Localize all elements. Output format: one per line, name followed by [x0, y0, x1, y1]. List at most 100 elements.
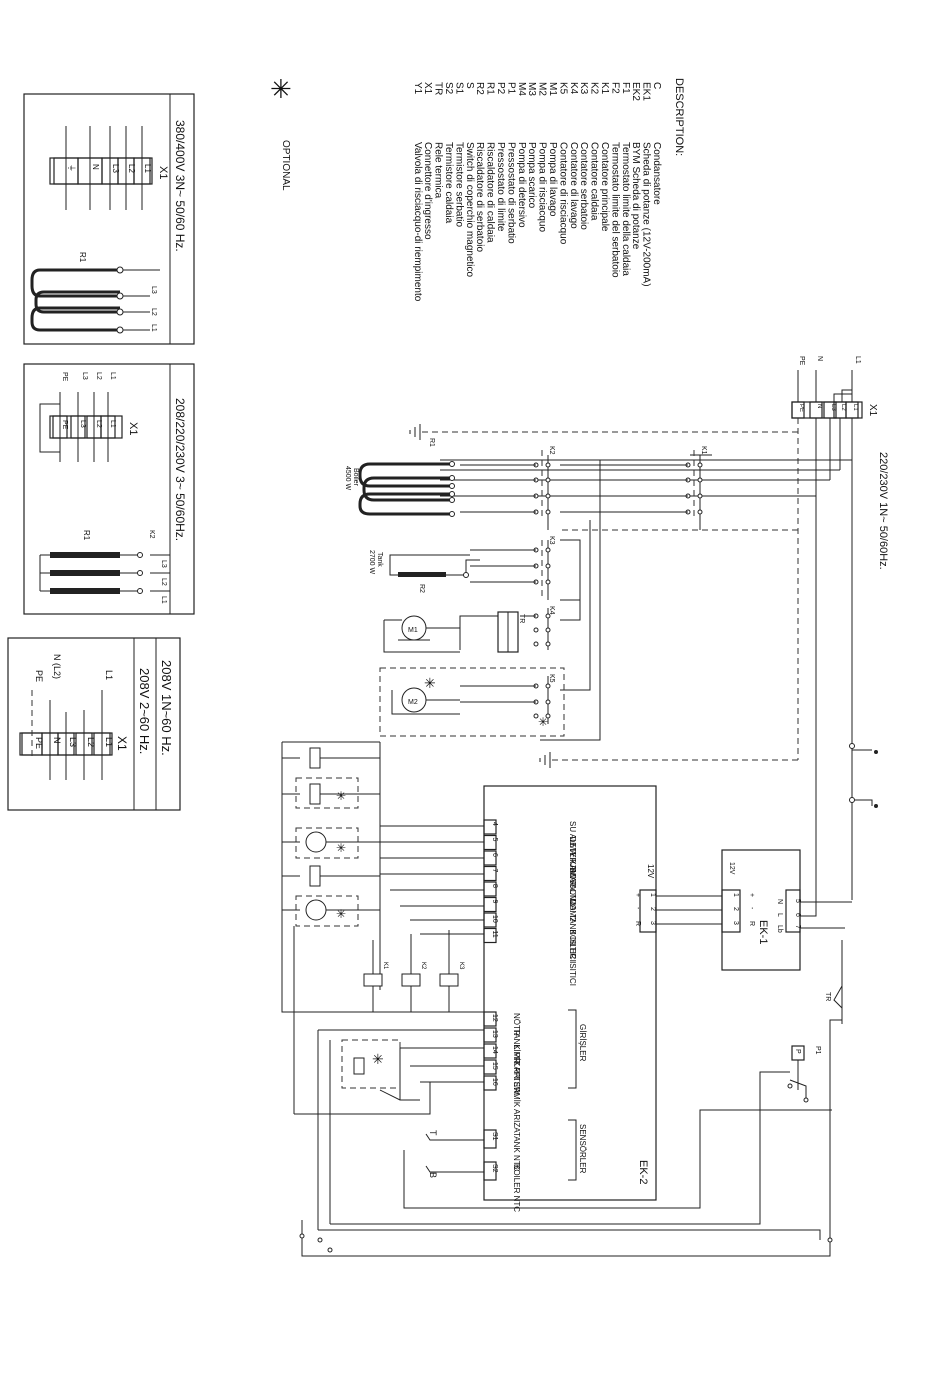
legend-text: Rele termica	[433, 142, 444, 199]
optional-asterisk-icon: ✳	[424, 675, 436, 691]
pressostat-p1: P P1	[787, 1045, 821, 1103]
ek2-output-pin: 4	[491, 822, 498, 826]
legend-text: Riscaldatore di caldaia	[485, 142, 496, 243]
relay-k2-label: K2	[420, 962, 426, 970]
sensor-mark: B	[428, 1172, 438, 1178]
legend-text: Pressostato di limite	[495, 142, 506, 232]
main-supply-n: N	[816, 356, 823, 361]
legend-text: Condansatore	[651, 142, 662, 205]
legend-code: M1	[547, 82, 558, 96]
legend-code: R1	[485, 82, 496, 95]
legend-text: Pressostato di serbatio	[505, 142, 516, 244]
ek1-power-pin: 6	[794, 913, 801, 917]
legend-code: R2	[474, 82, 485, 95]
legend-code: S	[464, 82, 475, 89]
panel-230v-frame	[23, 363, 195, 615]
legend-text: Switch di coperchio magnetico	[464, 142, 475, 278]
side-label: L1	[104, 670, 114, 680]
terminal-label: PE	[61, 420, 68, 430]
ek2-inputs-group: GİRİŞLER	[578, 1024, 587, 1062]
legend-text: Termistore caldaia	[443, 142, 454, 224]
legend-text: Contatore di lavago	[568, 142, 579, 229]
ek2-input-label: NÖTR	[512, 1013, 521, 1036]
ek2-supply-pin: 3	[649, 921, 656, 925]
legend-text: Scheda di potanze (12V-200mA)	[641, 142, 652, 287]
legend-code: M3	[526, 82, 537, 96]
ek2-output-pin: 10	[491, 915, 498, 923]
thermal-relay-tr: TR	[497, 611, 525, 653]
contactor-k2: K2	[533, 446, 555, 530]
motor-m1-label: M1	[408, 627, 418, 634]
terminal-label: L3	[830, 404, 836, 411]
ek2-input-pin-box	[483, 1075, 497, 1091]
ek2-output-pin: 9	[491, 900, 498, 904]
ek1-power-label: N	[776, 899, 783, 904]
ek2-sensor-label: TANK NTC	[512, 1132, 521, 1172]
contactor-k4-label: K4	[548, 606, 555, 615]
ek2-supply-sign: R	[634, 921, 641, 926]
legend-text: Contatore serbatoio	[578, 142, 589, 230]
legend-text: Pompa di detersivo	[516, 142, 527, 228]
ek1-power-pin: 7	[794, 925, 801, 929]
legend-text: Pompa di lavago	[547, 142, 558, 217]
ek2-output-label: DETERJAN P.	[568, 837, 577, 888]
ek1-pin: 3	[732, 921, 739, 925]
ek1-power-label: L	[776, 913, 783, 917]
contactor-k1-label: K1	[700, 446, 707, 455]
contactor-k1: K1	[685, 446, 712, 530]
ek2-output-pin-box	[483, 819, 497, 835]
ek2-supply-pin: 2	[649, 907, 656, 911]
ek2-output-pin-box	[483, 881, 497, 897]
ek2-output-label: COM1	[568, 883, 577, 907]
optional-asterisk-icon: ✳	[336, 907, 346, 921]
ek1-name: EK-1	[757, 920, 769, 944]
relay-coils: K1 K2 K3	[363, 930, 464, 1012]
ek2-output-pin-box	[483, 896, 497, 913]
thermal-relay-contact-label: TR	[824, 992, 831, 1001]
ek2-input-pin-box	[483, 1011, 497, 1027]
terminal-label: L2	[840, 404, 846, 411]
ek2-input-label: TANK PR.	[512, 1029, 521, 1065]
panel-400v-line-l1: L1	[150, 324, 157, 332]
ek1-pin: 1	[732, 893, 739, 897]
legend-text: Riscaldatore di serbatoio	[474, 142, 485, 252]
contactor-k5-label: K5	[548, 674, 555, 683]
contactors: K1 K2 K3 K4 K5	[459, 446, 712, 741]
ek1-pin-sign: +	[748, 893, 755, 897]
legend-text: BYM Scheda di potanze	[630, 142, 641, 250]
contactor-k3-label: K3	[548, 536, 555, 545]
control-circuit: ✳ ✳ ✳ K1 K2 K3 ✳ TB	[281, 741, 843, 1257]
legend-code: EK2	[630, 82, 641, 101]
panel-400v-heading: 380/400V 3N~ 50/60 Hz.	[173, 120, 187, 252]
panel-208v-heading2: 208V 2~60 Hz.	[137, 668, 152, 754]
panel-230v-heater: R1 K2 L3 L2 L1	[39, 530, 170, 604]
ek2-output-label: COM2	[568, 899, 577, 923]
ek2-supply-sign: +	[634, 893, 641, 897]
sensor-mark: T	[428, 1130, 438, 1136]
ek2-input-pin: 12	[491, 1014, 498, 1022]
description-title: DESCRIPTION:	[673, 78, 685, 156]
contactor-k3: K3	[533, 536, 581, 601]
motor-m2-optional: M2 ✳ ✳	[379, 667, 565, 737]
legend-text: Connettore d'ingresso	[422, 142, 433, 240]
legend-code: M4	[516, 82, 527, 96]
panel-230v-heater-label: R1	[82, 530, 91, 541]
motor-m1: M1	[383, 615, 460, 653]
panel-208v-heading1: 208V 1N~60 Hz.	[159, 660, 174, 756]
optional-asterisk-icon: ✳	[538, 715, 548, 729]
side-label: PE	[34, 670, 44, 682]
terminal-label: PE	[798, 404, 804, 412]
panel-230v-contactor-label: K2	[148, 530, 155, 539]
ek2-output-pin: 11	[491, 931, 498, 938]
terminal-label: L2	[86, 737, 96, 747]
optional-label: OPTIONAL	[280, 140, 291, 191]
ek2-input-pin: 15	[491, 1062, 498, 1070]
ek2-output-pin: 7	[491, 869, 498, 873]
terminal-label: L1	[104, 737, 114, 747]
legend-code: P1	[505, 82, 516, 95]
ek2-output-label: BOILER ISITICI	[568, 930, 577, 986]
